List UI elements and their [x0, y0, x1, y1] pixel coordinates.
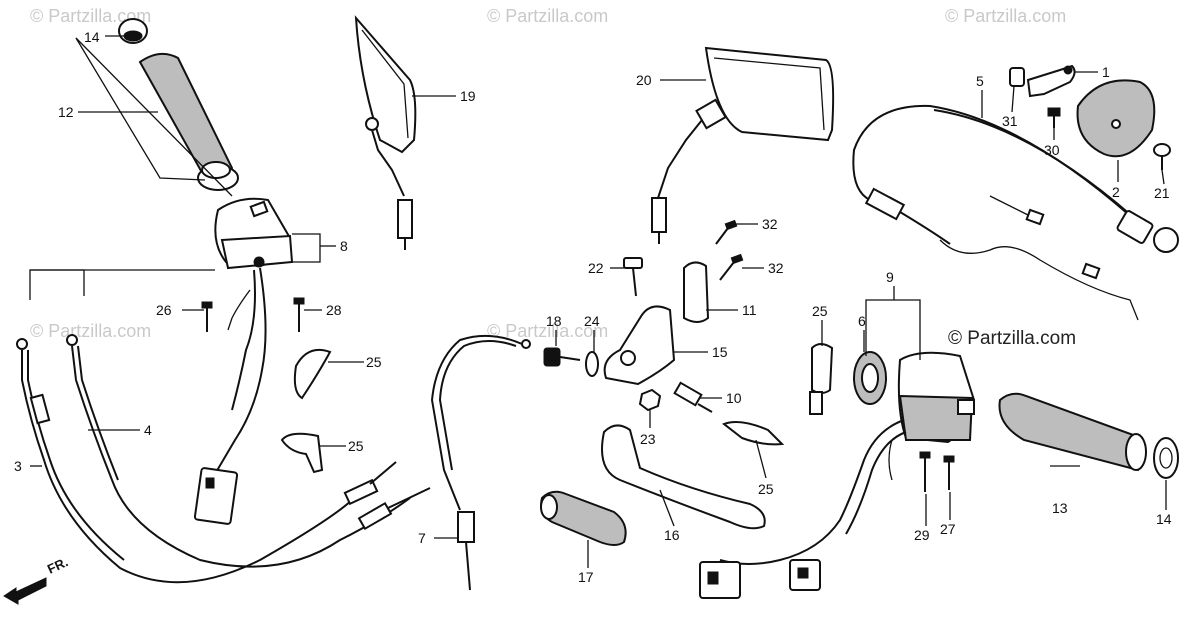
part-9-right-switch-housing [897, 351, 976, 444]
callout-19: 19 [460, 88, 476, 104]
part-21-screw [1153, 143, 1171, 170]
callout-32-b: 32 [768, 260, 784, 276]
part-2-choke-cover [1076, 79, 1156, 158]
callout-25-b: 25 [348, 438, 364, 454]
callout-5: 5 [976, 73, 984, 89]
part-24-washer [585, 351, 599, 377]
part-25-cable-tie-d [809, 343, 834, 415]
callout-25-c: 25 [758, 481, 774, 497]
callout-25-d: 25 [812, 303, 828, 319]
watermark-main: © Partzilla.com [948, 328, 1076, 349]
part-15-lever-bracket [603, 305, 676, 386]
part-12-left-grip [138, 52, 239, 191]
callout-2: 2 [1112, 184, 1120, 200]
part-32-bolt-b [719, 253, 744, 281]
part-17-lever-cover [540, 490, 627, 546]
watermark-mid-center: © Partzilla.com [487, 321, 608, 341]
watermark-top-right: © Partzilla.com [945, 6, 1066, 26]
callout-7: 7 [418, 530, 426, 546]
callout-25-a: 25 [366, 354, 382, 370]
part-32-bolt-a [715, 219, 738, 245]
part-22-pivot-bolt [623, 257, 643, 297]
callout-29: 29 [914, 527, 930, 543]
callout-27: 27 [940, 521, 956, 537]
callout-15: 15 [712, 344, 728, 360]
callout-9: 9 [886, 269, 894, 285]
callout-1: 1 [1102, 64, 1110, 80]
callout-17: 17 [578, 569, 594, 585]
part-8-left-switch-housing [214, 197, 294, 270]
callout-28: 28 [326, 302, 342, 318]
part-7-clutch-cable [430, 334, 531, 591]
callout-18: 18 [546, 313, 562, 329]
callout-16: 16 [664, 527, 680, 543]
left-switch-wiring [193, 267, 267, 525]
part-18-adjuster [543, 347, 581, 367]
callout-10: 10 [726, 390, 742, 406]
callout-32-a: 32 [762, 216, 778, 232]
callout-22: 22 [588, 260, 604, 276]
callout-8: 8 [340, 238, 348, 254]
part-10-switch [673, 381, 713, 413]
part-14-left-grip-end [118, 18, 148, 44]
callout-30: 30 [1044, 142, 1060, 158]
callout-23: 23 [640, 431, 656, 447]
part-16-clutch-lever [601, 424, 766, 530]
leader-lines [29, 35, 1167, 568]
part-19-left-mirror [354, 15, 417, 250]
part-3-throttle-cable [16, 338, 397, 584]
part-26-screw [201, 301, 213, 332]
part-1-bracket [1026, 64, 1076, 98]
front-direction-label: FR. [45, 554, 70, 576]
right-switch-wiring [699, 419, 907, 599]
part-29-screw [919, 451, 931, 492]
callout-24: 24 [584, 313, 600, 329]
part-31-cap [1009, 67, 1025, 87]
part-20-right-mirror [651, 46, 835, 244]
watermark-mid-left: © Partzilla.com [30, 321, 151, 341]
part-30-screw [1047, 107, 1061, 128]
part-28-screw [293, 297, 305, 332]
callout-21: 21 [1154, 185, 1170, 201]
part-25-cable-tie-b [280, 432, 324, 474]
callout-26: 26 [156, 302, 172, 318]
part-13-right-grip [998, 392, 1147, 472]
callout-12: 12 [58, 104, 74, 120]
part-25-cable-tie-c [721, 421, 785, 446]
watermark-top-left: © Partzilla.com [30, 6, 151, 26]
callout-31: 31 [1002, 113, 1018, 129]
part-25-cable-tie-a [293, 348, 332, 400]
part-27-screw [943, 455, 955, 490]
part-14-right-grip-end [1153, 437, 1179, 479]
callout-6: 6 [858, 313, 866, 329]
part-11-clamp [683, 261, 710, 323]
part-6-collar [853, 351, 887, 405]
callout-20: 20 [636, 72, 652, 88]
callout-4: 4 [144, 422, 152, 438]
callout-11: 11 [742, 302, 757, 318]
callout-3: 3 [14, 458, 22, 474]
part-5-choke-cable [852, 104, 1179, 321]
part-23-nut [638, 388, 662, 412]
part-4-throttle-cable [66, 334, 431, 568]
callout-14-left: 14 [84, 29, 100, 45]
watermark-top-center: © Partzilla.com [487, 6, 608, 26]
callout-13: 13 [1052, 500, 1068, 516]
callout-14-right: 14 [1156, 511, 1172, 527]
front-direction-arrow: FR. [3, 554, 70, 605]
callout-labels: 14 12 8 26 28 25 25 4 3 19 7 20 32 32 22… [14, 29, 1172, 585]
